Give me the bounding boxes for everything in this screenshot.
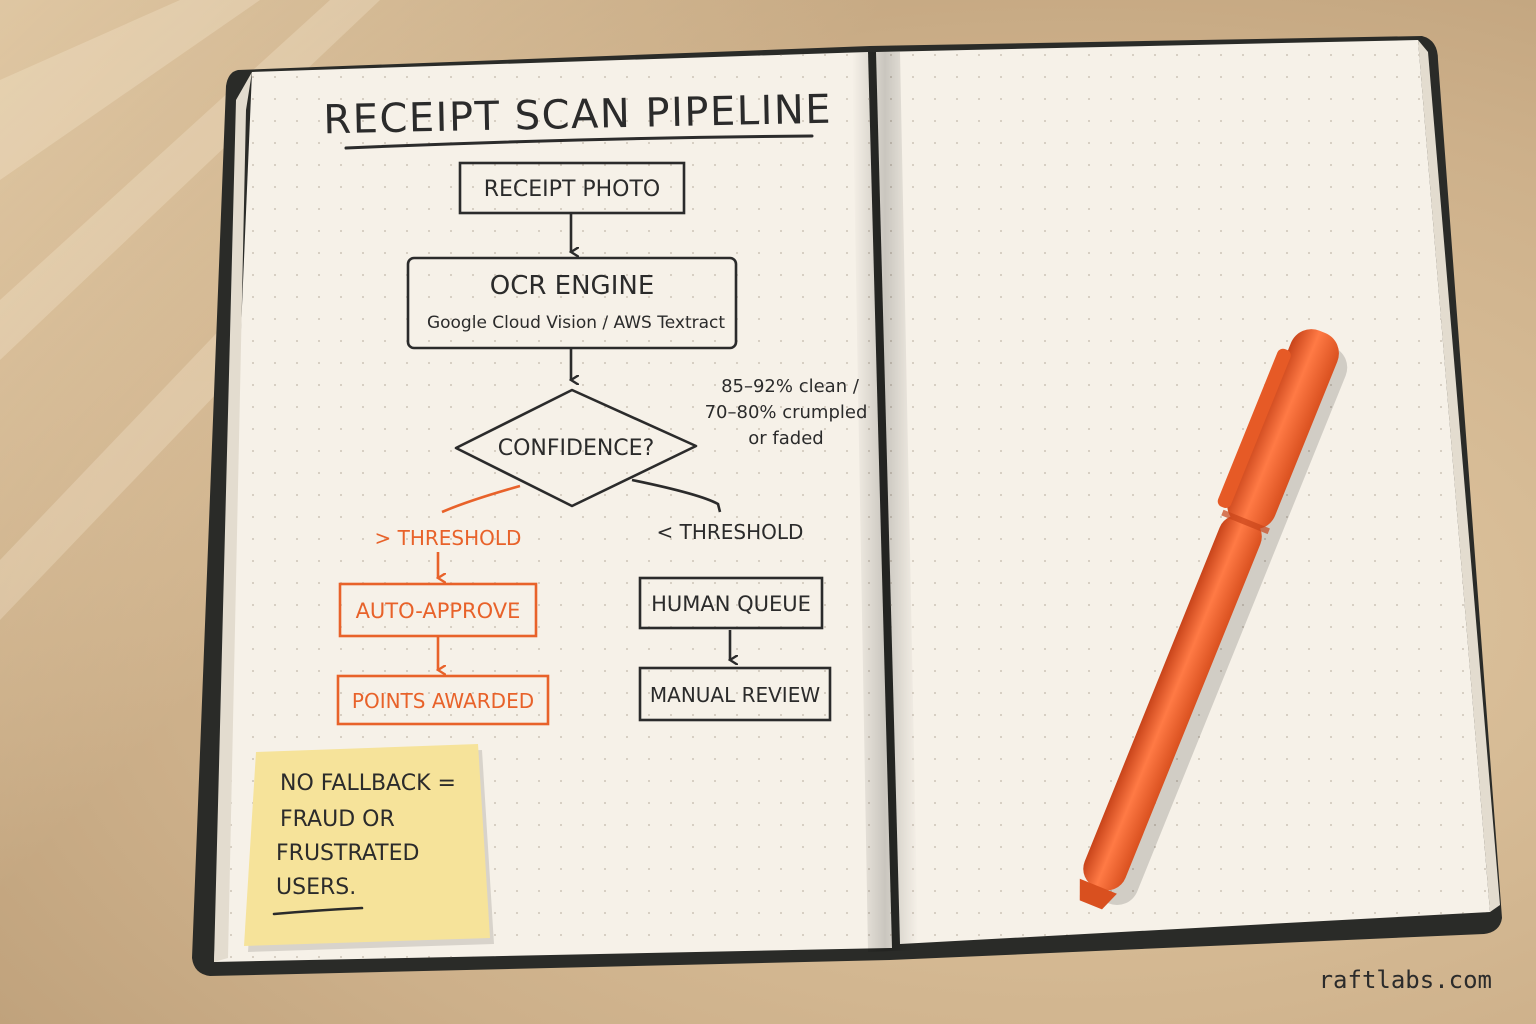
accuracy-note-line1: 85–92% clean / bbox=[721, 376, 860, 397]
node-ocr-engine-label: OCR ENGINE bbox=[490, 271, 655, 301]
pen-cap bbox=[1227, 329, 1339, 530]
node-auto-approve: AUTO-APPROVE bbox=[338, 582, 538, 638]
label-below-threshold: < THRESHOLD bbox=[657, 520, 804, 544]
accuracy-note-line3: or faded bbox=[748, 428, 823, 449]
branch-above-threshold bbox=[441, 484, 521, 514]
label-above-threshold: > THRESHOLD bbox=[375, 526, 522, 550]
node-receipt-photo-label: RECEIPT PHOTO bbox=[484, 177, 661, 202]
node-ocr-engine: OCR ENGINE Google Cloud Vision / AWS Tex… bbox=[406, 256, 738, 350]
node-manual-review-label: MANUAL REVIEW bbox=[650, 683, 820, 707]
node-confidence-label: CONFIDENCE? bbox=[498, 436, 655, 461]
sticky-note-line3: FRUSTRATED bbox=[276, 841, 419, 866]
branch-below-threshold bbox=[631, 478, 722, 513]
watermark: raftlabs.com bbox=[1319, 966, 1492, 994]
pen-body bbox=[1083, 515, 1262, 891]
sticky-note-line2: FRAUD OR bbox=[280, 807, 395, 832]
orange-pen bbox=[1079, 329, 1348, 910]
node-receipt-photo: RECEIPT PHOTO bbox=[458, 161, 686, 215]
title-underline bbox=[344, 134, 814, 150]
pen-clip bbox=[1217, 348, 1291, 508]
sticky-note-line4: USERS. bbox=[276, 875, 356, 900]
sticky-note-line1: NO FALLBACK = bbox=[280, 771, 456, 796]
sticky-note-underline bbox=[272, 906, 364, 916]
node-points-awarded: POINTS AWARDED bbox=[336, 674, 550, 726]
node-human-queue-label: HUMAN QUEUE bbox=[651, 592, 811, 616]
sticky-note: NO FALLBACK = FRAUD OR FRUSTRATED USERS. bbox=[244, 744, 494, 952]
page-title: RECEIPT SCAN PIPELINE bbox=[323, 87, 833, 144]
accuracy-note: 85–92% clean / 70–80% crumpled or faded bbox=[705, 376, 868, 449]
node-manual-review: MANUAL REVIEW bbox=[638, 666, 832, 722]
gutter-shadow bbox=[852, 52, 918, 952]
accuracy-note-line2: 70–80% crumpled bbox=[705, 402, 868, 423]
node-human-queue: HUMAN QUEUE bbox=[638, 576, 824, 630]
node-points-awarded-label: POINTS AWARDED bbox=[352, 689, 534, 713]
node-auto-approve-label: AUTO-APPROVE bbox=[356, 599, 521, 623]
node-confidence: CONFIDENCE? bbox=[454, 388, 698, 508]
node-ocr-engine-detail: Google Cloud Vision / AWS Textract bbox=[427, 313, 725, 333]
